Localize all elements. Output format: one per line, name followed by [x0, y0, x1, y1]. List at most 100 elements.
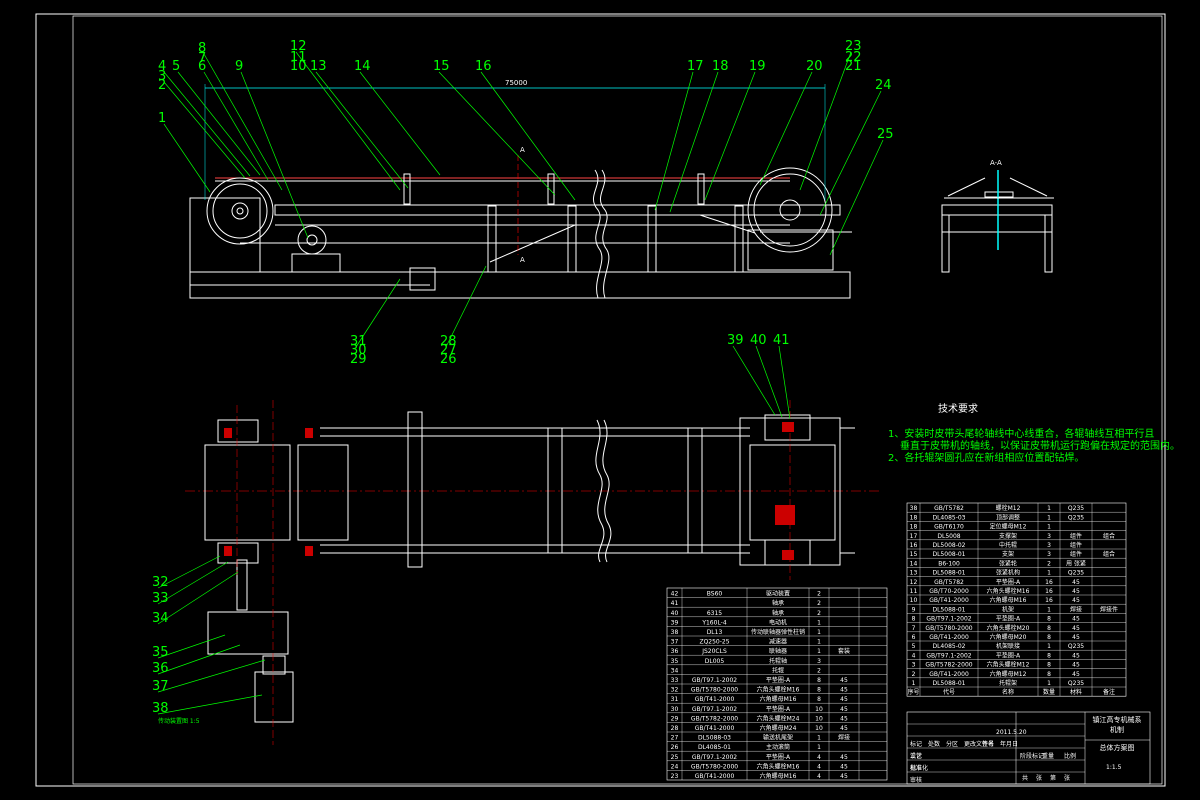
bom-cell: 六角螺母M16: [990, 596, 1027, 604]
bom-cell: 1: [1047, 643, 1051, 650]
callout-leader-35: [157, 634, 226, 659]
callout-leader-36: [157, 644, 241, 675]
bom-cell: 轴承: [772, 609, 784, 617]
callout-7: 7: [198, 51, 206, 66]
bom-cell: 组件: [1070, 550, 1082, 558]
title-block-label: 处数: [928, 740, 940, 748]
callout-leader-32: [157, 555, 221, 589]
bom-cell: 7: [912, 625, 916, 632]
bom-cell: 定位螺母M12: [990, 523, 1027, 531]
bom-cell: 15: [910, 551, 918, 558]
bom-cell: 平垫圈-A: [766, 676, 791, 684]
title-block-field: 比例: [1064, 752, 1076, 760]
bom-cell: 2: [817, 600, 821, 607]
bom-cell: 8: [817, 696, 821, 703]
notes-title: 技术要求: [938, 402, 978, 415]
bom-cell: 8: [912, 616, 916, 623]
bom-cell: GB/T97.1-2002: [692, 754, 737, 761]
bom-cell: 39: [671, 619, 679, 626]
bom-cell: GB/T41-2000: [695, 773, 735, 780]
section-mark-bottom: A: [520, 256, 525, 264]
bom-cell: 8: [817, 677, 821, 684]
callout-36: 36: [152, 661, 169, 676]
bom-cell: 序号: [907, 688, 919, 696]
bom-cell: 输送机尾架: [763, 734, 793, 742]
bom-cell: 4: [912, 652, 916, 659]
bom-cell: Q235: [1068, 570, 1084, 577]
bom-cell: 支架: [1002, 550, 1014, 558]
bom-cell: 中托辊: [999, 541, 1017, 549]
bom-cell: GB/T97.1-2002: [926, 652, 971, 659]
bom-cell: 4: [817, 773, 821, 780]
bom-cell: GB/T41-2000: [929, 671, 969, 678]
bom-cell: 六角头螺栓M20: [987, 624, 1030, 632]
callout-leader-18: [669, 71, 719, 213]
bom-cell: 备注: [1103, 688, 1115, 696]
bom-cell: 38: [910, 505, 918, 512]
callout-23: 23: [845, 39, 862, 54]
bom-cell: 机架: [1002, 605, 1014, 613]
bom-cell: 2: [817, 667, 821, 674]
bom-cell: 8: [1047, 652, 1051, 659]
bom-cell: 45: [840, 763, 848, 770]
bom-cell: 3: [1047, 551, 1051, 558]
title-block: 镇江高专机械系机制总体方案图1:1.5标记处数分区更改文件号签名年月日2011.…: [906, 711, 1151, 785]
callout-leader-4: [163, 71, 251, 177]
bom-cell: 18: [910, 524, 918, 531]
bom-cell: B6-100: [938, 560, 960, 567]
callout-leader-6: [203, 71, 269, 181]
bom-cell: 40: [671, 610, 679, 617]
bom-cell: 电动机: [769, 618, 787, 626]
callout-leader-39: [732, 345, 776, 416]
bom-cell: Q235: [1068, 643, 1084, 650]
bom-cell: 六角头螺栓M16: [757, 762, 800, 770]
bom-cell: 16: [910, 542, 918, 549]
bom-cell: 3: [1047, 542, 1051, 549]
bom-cell: 名称: [1002, 688, 1014, 696]
bom-cell: 45: [840, 687, 848, 694]
callout-leader-33: [157, 561, 229, 605]
bom-cell: 2: [1047, 560, 1051, 567]
bom-cell: 用 张紧: [1066, 559, 1086, 567]
bom-cell: 23: [671, 773, 679, 780]
bom-cell: 平垫圈-A: [766, 753, 791, 761]
bom-cell: 1: [817, 735, 821, 742]
plan-hatch: [224, 422, 795, 560]
bom-cell: 13: [910, 570, 918, 577]
bom-cell: GB/T5780-2000: [925, 625, 972, 632]
bom-cell: 2: [912, 671, 916, 678]
bom-cell: 1: [1047, 570, 1051, 577]
bom-cell: 41: [671, 600, 679, 607]
bom-cell: 支撑架: [999, 532, 1017, 540]
bom-cell: 六角螺母M12: [990, 670, 1027, 678]
bom-cell: 24: [671, 763, 679, 770]
bom-cell: DL5008-02: [932, 542, 965, 549]
callout-27: 27: [440, 343, 457, 358]
bom-cell: 六角头螺栓M12: [987, 661, 1030, 669]
bom-cell: 45: [840, 754, 848, 761]
note-line-2: 垂直于皮带机的轴线，以保证皮带机运行跑偏在规定的范围内。: [900, 439, 1180, 452]
bom-cell: DL005: [705, 658, 725, 665]
elevation-view: [189, 167, 852, 299]
bom-cell: 平垫圈-A: [996, 615, 1021, 623]
bom-cell: 4: [817, 763, 821, 770]
bom-cell: 32: [671, 687, 679, 694]
callout-16: 16: [475, 59, 492, 74]
bom-cell: 1: [817, 648, 821, 655]
callout-2: 2: [158, 78, 166, 93]
bom-cell: 套装: [838, 647, 850, 655]
bom-cell: 组件: [1070, 541, 1082, 549]
bom-cell: 29: [671, 715, 679, 722]
bom-cell: 8: [1047, 625, 1051, 632]
bom-cell: 平垫圈-A: [996, 651, 1021, 659]
bom-cell: DL5008-01: [932, 551, 965, 558]
bom-cell: 45: [1072, 662, 1080, 669]
callout-leader-23: [799, 51, 852, 191]
callout-leader-12: [295, 51, 401, 191]
bom-cell: 5: [912, 643, 916, 650]
callout-22: 22: [845, 50, 862, 65]
bom-cell: 34: [671, 667, 679, 674]
bom-cell: 8: [817, 687, 821, 694]
callout-leader-20: [759, 71, 813, 186]
